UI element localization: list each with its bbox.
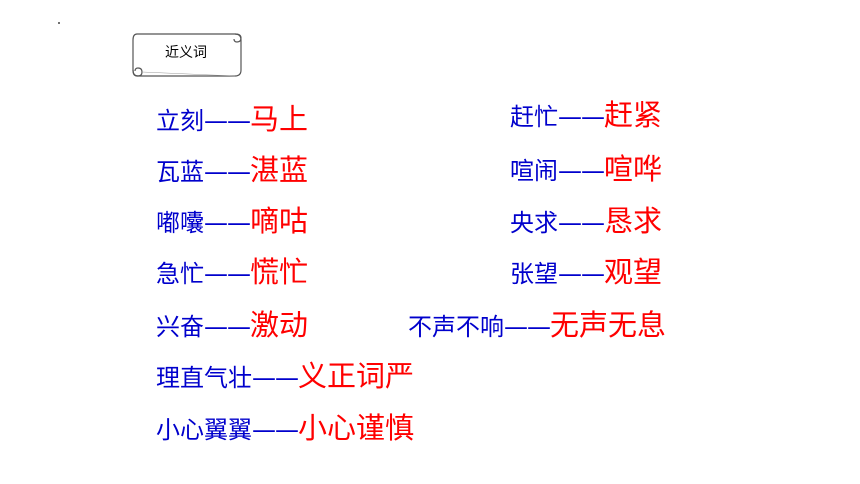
dash: —— [558,260,605,288]
synonym: 义正词严 [298,359,415,393]
word: 嘟囔 [156,209,204,237]
page-title: 近义词 [165,45,207,61]
synonym: 湛蓝 [250,153,309,187]
dash: —— [204,313,251,341]
synonym-pair: 理直气壮——义正词严 [156,353,414,393]
word: 央求 [510,209,558,237]
dash: —— [558,103,605,131]
dash: —— [204,107,251,135]
synonym: 慌忙 [250,255,309,289]
synonym-pair: 张望——观望 [510,249,662,289]
synonym-pair: 央求——恳求 [510,198,662,238]
synonym-pair: 赶忙—— 赶紧 [510,92,662,132]
synonym: 无声无息 [550,308,667,342]
synonym-pair: 急忙—— 慌忙 [156,249,308,289]
decorative-dot [58,22,60,24]
word: 张望 [510,260,558,288]
word: 不声不响 [408,313,504,341]
synonym-pair: 不声不响—— 无声无息 [408,302,666,342]
synonym: 赶紧 [604,98,663,132]
synonym: 观望 [604,255,663,289]
word: 理直气壮 [156,364,252,392]
dash: —— [252,364,299,392]
dash: —— [204,260,251,288]
synonym-pair: 小心翼翼——小心谨慎 [156,405,414,445]
word: 喧闹 [510,157,558,185]
dash: —— [252,416,299,444]
word: 兴奋 [156,313,204,341]
synonym: 激动 [250,308,309,342]
word: 小心翼翼 [156,416,252,444]
synonym: 喧哗 [604,152,663,186]
synonym: 恳求 [604,204,663,238]
synonym: 嘀咕 [250,204,309,238]
dash: —— [558,157,605,185]
synonym-pair: 兴奋——激动 [156,302,308,342]
synonym-pair: 立刻—— 马上 [156,96,308,136]
dash: —— [204,209,251,237]
word: 急忙 [156,260,204,288]
dash: —— [558,209,605,237]
synonym: 小心谨慎 [298,411,415,445]
word: 赶忙 [510,103,558,131]
synonym: 马上 [250,102,309,136]
synonym-pair: 嘟囔—— 嘀咕 [156,198,308,238]
scroll-shape [132,33,242,77]
dash: —— [504,313,551,341]
word: 立刻 [156,107,204,135]
synonym-pair: 喧闹——喧哗 [510,146,662,186]
synonym-pair: 瓦蓝——湛蓝 [156,147,308,187]
dash: —— [204,158,251,186]
word: 瓦蓝 [156,158,204,186]
title-scroll-banner: 近义词 [131,30,242,78]
